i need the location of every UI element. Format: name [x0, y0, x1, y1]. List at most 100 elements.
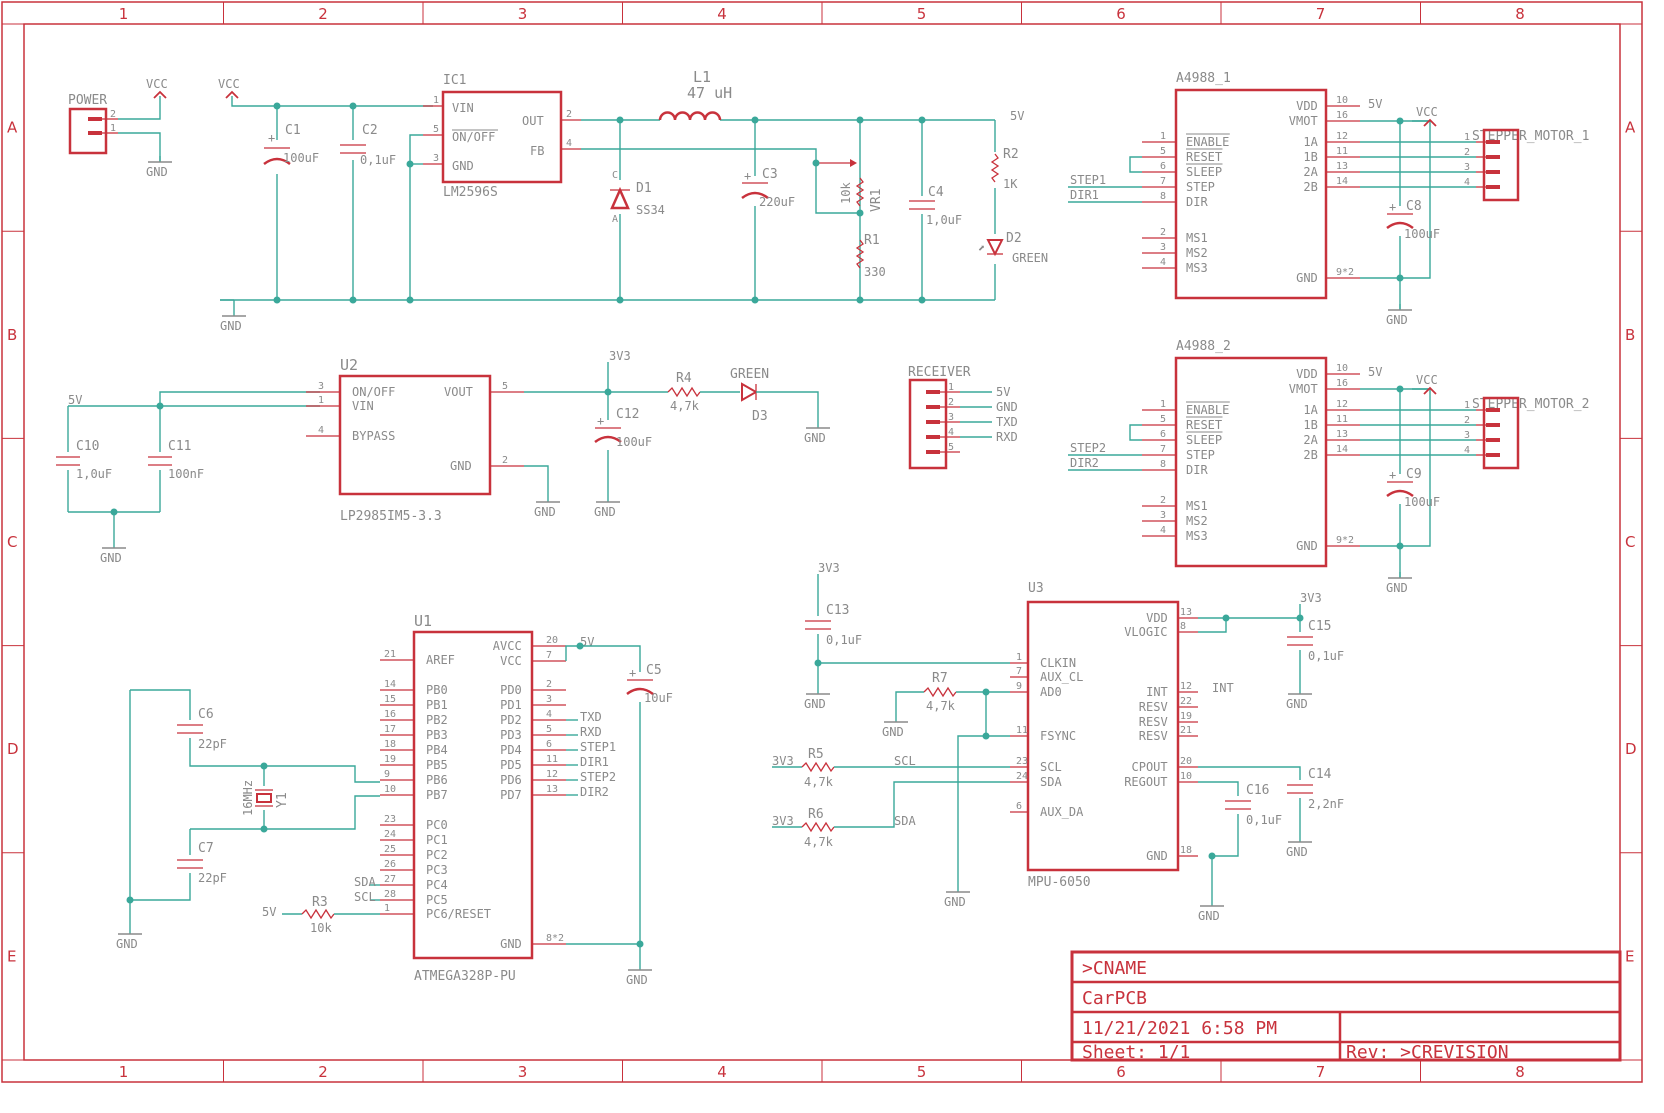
gnd-crystal-label: GND [116, 937, 138, 951]
u1-ref: U1 [414, 612, 432, 630]
gnd-c13-label: GND [804, 697, 826, 711]
c2-ref: C2 [362, 123, 378, 138]
a4988_1-rpinno-13: 13 [1336, 161, 1348, 172]
r6-val: 4,7k [804, 835, 834, 849]
ic1-pinno-4: 4 [566, 138, 572, 149]
u3-rpinno-10: 10 [1180, 771, 1192, 782]
u2-pinno-2: 2 [502, 455, 508, 466]
d1-ref: D1 [636, 181, 652, 196]
u1-rpinno-7: 7 [546, 650, 552, 661]
gnd-a4988-2-label: GND [1386, 581, 1408, 595]
a4988_1-rpinno-12: 12 [1336, 131, 1348, 142]
ic1-pin-vin: VIN [452, 101, 474, 115]
grid-row-right-B: B [1625, 326, 1635, 344]
a4988_2-net-5v: 5V [1368, 365, 1382, 379]
receiver-pinno-5: 5 [948, 442, 954, 453]
grid-row-left-D: D [7, 740, 19, 758]
u2-ref: U2 [340, 356, 358, 374]
u2-pin-onoff: ON/OFF [352, 385, 395, 399]
c16-ref: C16 [1246, 783, 1269, 798]
a4988_2-cap-ref: C9 [1406, 467, 1422, 482]
u1-rpinno-13: 13 [546, 784, 558, 795]
a4988_1-rpin-2b: 2B [1303, 180, 1317, 194]
c6-val: 22pF [198, 737, 227, 751]
r7-ref: R7 [932, 671, 948, 686]
a4988_2-pin-reset: RESET [1186, 418, 1222, 432]
r4-val: 4,7k [670, 399, 700, 413]
a4988_2-motor-pinno-3: 3 [1464, 430, 1470, 441]
receiver-net-rxd: RXD [996, 430, 1018, 444]
a4988_2-pin-ms2: MS2 [1186, 514, 1208, 528]
ic1-pinno-3: 3 [433, 153, 439, 164]
c5-ref: C5 [646, 663, 662, 678]
receiver-net-5v: 5V [996, 385, 1010, 399]
receiver-net-gnd: GND [996, 400, 1018, 414]
a4988_1-label: A4988_1 [1176, 71, 1231, 86]
grid-col-bottom-2: 2 [318, 1063, 328, 1081]
a4988_2-pin-enable: ENABLE [1186, 403, 1229, 417]
a4988_1-rpin-vmot: VMOT [1289, 114, 1318, 128]
u3-int-label: INT [1212, 681, 1234, 695]
c15-net-3v3: 3V3 [1300, 591, 1322, 605]
gnd-ldo-caps: GND [100, 542, 126, 565]
grid-col-top-4: 4 [717, 5, 727, 23]
a4988_2-motor-label: STEPPER_MOTOR_2 [1472, 397, 1589, 412]
c1-val: 100uF [283, 151, 319, 165]
grid-row-right-C: C [1625, 533, 1635, 551]
l1-ref: L1 [693, 68, 711, 86]
u1-pinno-15: 15 [384, 694, 396, 705]
a4988_1-pinno-3: 3 [1160, 242, 1166, 253]
u2-pinno-4: 4 [318, 425, 324, 436]
a4988_1-rpin-1b: 1B [1303, 150, 1317, 164]
a4988_2-pinno-3: 3 [1160, 510, 1166, 521]
gnd-u1: GND [626, 964, 652, 987]
ic1-pinno-1: 1 [433, 95, 439, 106]
u1-rpin-gnd: GND [500, 937, 522, 951]
u3-rpin-resv-5: RESV [1139, 729, 1168, 743]
u3-net-sda: SDA [894, 814, 916, 828]
ic1-pin-onoff: ON/OFF [452, 130, 495, 144]
a4988_2-rpin-2b: 2B [1303, 448, 1317, 462]
u3-pin-aux_cl: AUX_CL [1040, 670, 1083, 684]
gnd-c15-label: GND [1286, 697, 1308, 711]
c4-ref: C4 [928, 185, 944, 200]
title-rev: Rev: >CREVISION [1346, 1042, 1509, 1063]
a4988_1-cap-val: 100uF [1404, 227, 1440, 241]
u1-pin-pc1: PC1 [426, 833, 448, 847]
a4988_2-rpinno-13: 13 [1336, 429, 1348, 440]
u3-pinno-11: 11 [1016, 725, 1028, 736]
c2-val: 0,1uF [360, 153, 396, 167]
a4988_1-rpinno-16: 16 [1336, 110, 1348, 121]
a4988_1-pinno-7: 7 [1160, 176, 1166, 187]
a4988_1-motor-label: STEPPER_MOTOR_1 [1472, 129, 1589, 144]
r3-ref: R3 [312, 895, 328, 910]
u1-pinno-1: 1 [384, 903, 390, 914]
grid-col-top-1: 1 [119, 5, 129, 23]
u1-rpinno-5: 5 [546, 724, 552, 735]
a4988_2-label: A4988_2 [1176, 339, 1231, 354]
u2-pinno-3: 3 [318, 381, 324, 392]
d1-cathode: C [612, 170, 618, 181]
ic1-pinno-5: 5 [433, 124, 439, 135]
c6-ref: C6 [198, 707, 214, 722]
a4988_1-rpinno-14: 14 [1336, 176, 1348, 187]
u1-pin-pc0: PC0 [426, 818, 448, 832]
title-project: CarPCB [1082, 988, 1147, 1009]
r5-val: 4,7k [804, 775, 834, 789]
r3-val: 10k [310, 921, 332, 935]
receiver-label: RECEIVER [908, 365, 971, 380]
ic1-pin-gnd: GND [452, 159, 474, 173]
u3-pin-fsync: FSYNC [1040, 729, 1076, 743]
u2-pin-vin: VIN [352, 399, 374, 413]
u3-rpin-regout-7: REGOUT [1124, 775, 1167, 789]
d1-anode: A [612, 214, 618, 225]
u1-rpinno-6: 6 [546, 739, 552, 750]
net-3v3-ldo: 3V3 [609, 349, 631, 363]
grid-col-top-7: 7 [1316, 5, 1326, 23]
u1-pin-pb4: PB4 [426, 743, 448, 757]
u3-rpinno-18: 18 [1180, 845, 1192, 856]
